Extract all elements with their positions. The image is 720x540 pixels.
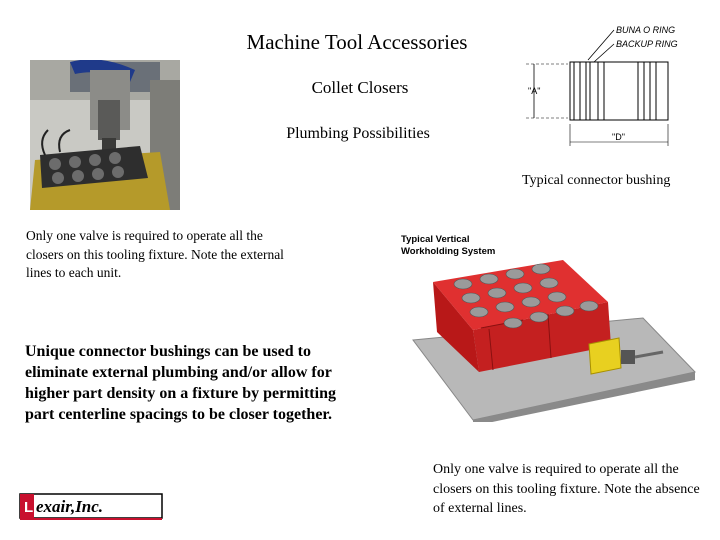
- fixture-label-line2: Workholding System: [401, 246, 495, 257]
- note-unique-bushings: Unique connector bushings can be used to…: [25, 343, 336, 423]
- fixture-label-line1: Typical Vertical: [401, 234, 469, 245]
- bushing-caption: Typical connector bushing: [522, 173, 671, 188]
- slide-subtitle: Collet Closers: [311, 78, 409, 97]
- bushing-drawing: BUNA O RING BACKUP RING "A" "D": [526, 25, 678, 146]
- dimension-a-label: "A": [528, 86, 540, 96]
- dimension-d-label: "D": [612, 132, 625, 142]
- lexair-logo: L exair,Inc.: [19, 493, 163, 520]
- note-absence-lines: Only one valve is required to operate al…: [433, 462, 700, 516]
- machine-photo: [30, 60, 180, 210]
- slide-title: Machine Tool Accessories: [246, 30, 468, 54]
- svg-text:L: L: [24, 499, 33, 516]
- slide-subtitle-plumbing: Plumbing Possibilities: [286, 125, 430, 142]
- note-external-lines: Only one valve is required to operate al…: [26, 228, 284, 280]
- backup-ring-label: BACKUP RING: [616, 39, 678, 49]
- o-ring-label: BUNA O RING: [616, 25, 675, 35]
- svg-text:exair,Inc.: exair,Inc.: [36, 497, 103, 516]
- workholding-fixture-image: Typical Vertical Workholding System: [401, 234, 696, 422]
